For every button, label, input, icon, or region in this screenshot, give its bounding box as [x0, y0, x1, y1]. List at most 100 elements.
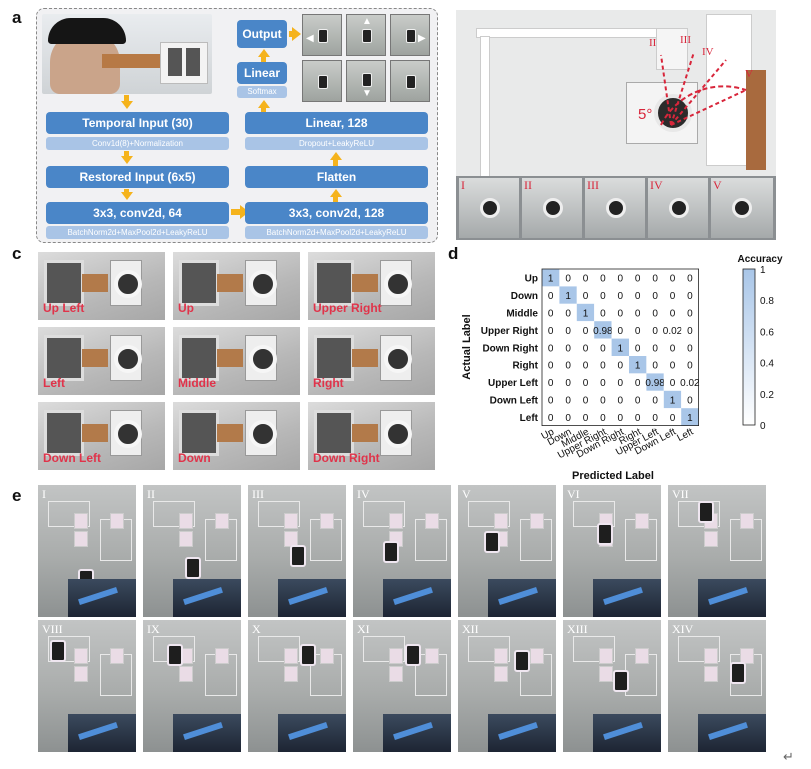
flatten-block: Flatten — [245, 166, 428, 188]
matrix-cell — [542, 408, 560, 426]
inset-view — [698, 579, 766, 617]
cell-value: 0 — [652, 413, 658, 424]
angle-label-ii: II — [649, 37, 657, 49]
gaze-label: Left — [43, 376, 65, 390]
cell-value: 0 — [548, 291, 554, 302]
inset-view — [593, 714, 661, 752]
matrix-cell — [663, 356, 682, 374]
frame-label: VII — [672, 487, 689, 501]
matrix-cell — [663, 390, 682, 409]
matrix-cell — [646, 356, 664, 374]
cell-value: 0 — [548, 309, 554, 320]
y-axis-label: Actual Label — [461, 314, 473, 379]
gaze-label: Upper Right — [313, 301, 382, 315]
gaze-photo: Middle — [173, 327, 300, 395]
cell-value: 0 — [652, 291, 658, 302]
colorbar-tick: 0.8 — [760, 296, 774, 307]
trajectory-frame: III — [248, 485, 346, 617]
cell-value: 0.98 — [593, 326, 613, 337]
cell-value: 0 — [618, 274, 624, 285]
frame-label: XI — [357, 622, 370, 636]
cell-value: 0 — [670, 343, 676, 354]
panel-letter-c: c — [12, 244, 22, 263]
trajectory-frame: I — [38, 485, 136, 617]
angle-label-iii: III — [680, 34, 691, 46]
conv128-block: 3x3, conv2d, 128 — [245, 202, 428, 224]
matrix-cell — [681, 373, 699, 391]
cell-value: 1 — [687, 413, 693, 424]
colorbar-tick: 0.6 — [760, 327, 774, 338]
frame-label: XII — [462, 622, 479, 636]
frame-label: IX — [147, 622, 160, 636]
matrix-cell — [646, 303, 664, 322]
temporal-input-block: Temporal Input (30) — [46, 112, 229, 134]
cell-value: 0 — [652, 274, 658, 285]
angle-label-iv: IV — [702, 46, 714, 58]
cell-value: 0 — [583, 291, 589, 302]
car-icon — [730, 662, 746, 684]
trajectory-frame: IX — [143, 620, 241, 752]
column-label: Up — [540, 426, 557, 442]
cell-value: 0 — [583, 343, 589, 354]
cell-value: 1 — [670, 396, 676, 407]
cell-value: 0 — [565, 309, 571, 320]
matrix-cell — [576, 356, 595, 374]
cell-value: 0 — [670, 413, 676, 424]
colorbar-tick: 1 — [760, 265, 766, 276]
matrix-cell — [663, 269, 682, 287]
inset-view — [383, 714, 451, 752]
car-icon — [290, 545, 306, 567]
temporal-input-sub: Conv1d(8)+Normalization — [46, 137, 229, 150]
matrix-cell — [611, 356, 629, 374]
strip-label: IV — [650, 178, 663, 192]
cell-value: 0 — [652, 326, 658, 337]
matrix-cell — [646, 373, 664, 391]
strip-frame: V — [711, 178, 773, 238]
matrix-cell — [663, 286, 682, 304]
cell-value: 0 — [635, 413, 641, 424]
matrix-cell — [542, 373, 560, 391]
conv64-block: 3x3, conv2d, 64 — [46, 202, 229, 224]
cell-value: 0 — [548, 413, 554, 424]
matrix-cell — [663, 321, 682, 339]
matrix-cell — [681, 356, 699, 374]
strip-label: II — [524, 178, 532, 192]
cell-value: 1 — [618, 343, 624, 354]
matrix-cell — [559, 338, 577, 356]
matrix-cell — [542, 356, 560, 374]
matrix-cell — [646, 269, 664, 287]
row-label: Down Right — [482, 343, 538, 354]
trajectory-frame: XIV — [668, 620, 766, 752]
cell-value: 0 — [687, 396, 693, 407]
inset-view — [68, 579, 136, 617]
cell-value: 0 — [565, 413, 571, 424]
cell-value: 0 — [635, 309, 641, 320]
matrix-cell — [681, 286, 699, 304]
cell-value: 0 — [652, 361, 658, 372]
gaze-photo: Upper Right — [308, 252, 435, 320]
matrix-cell — [559, 408, 577, 426]
row-label: Down Left — [490, 396, 539, 407]
frame-label: V — [462, 487, 471, 501]
cell-value: 0 — [618, 413, 624, 424]
matrix-cell — [576, 303, 595, 322]
matrix-cell — [594, 269, 612, 287]
strip-frame: IV — [648, 178, 708, 238]
matrix-cell — [681, 321, 699, 339]
cell-value: 0.02 — [680, 378, 700, 389]
cell-value: 0 — [548, 361, 554, 372]
matrix-cell — [576, 408, 595, 426]
strip-frame: I — [459, 178, 519, 238]
trajectory-frame: VIII — [38, 620, 136, 752]
colorbar-title: Accuracy — [737, 254, 782, 265]
cell-value: 0 — [600, 361, 606, 372]
matrix-cell — [542, 321, 560, 339]
inset-view — [698, 714, 766, 752]
cell-value: 0 — [618, 326, 624, 337]
frame-label: VI — [567, 487, 580, 501]
matrix-cell — [576, 269, 595, 287]
cell-value: 0 — [565, 396, 571, 407]
cell-value: 0 — [548, 396, 554, 407]
matrix-cell — [629, 408, 647, 426]
